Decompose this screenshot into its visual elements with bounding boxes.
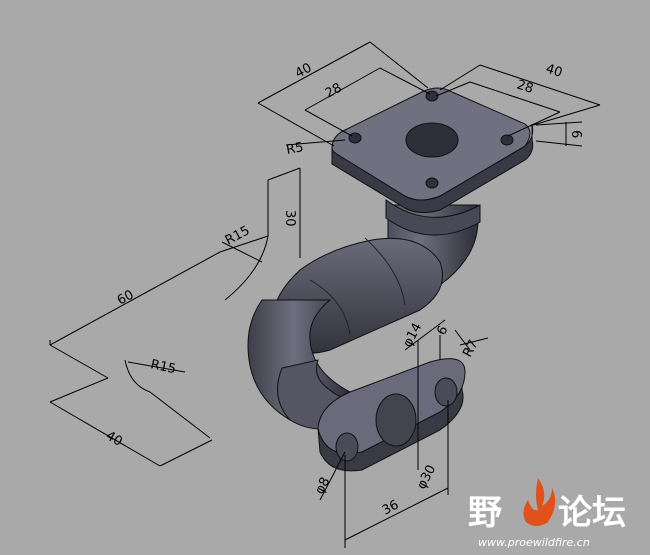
bottom-bolt-hole-right <box>434 377 458 407</box>
bottom-bolt-hole-left <box>335 432 359 462</box>
dim-bottom-boss-diameter: φ14 <box>400 321 425 350</box>
dim-flange-corner-radius: R5 <box>285 140 305 158</box>
dimension-lines <box>49 41 601 548</box>
dim-flange-thickness: 6 <box>568 130 583 138</box>
top-bolt-hole-front <box>425 177 439 189</box>
bottom-bore <box>375 393 417 447</box>
dim-horizontal-length: 60 <box>115 288 137 309</box>
dim-base-offset: 40 <box>103 428 125 449</box>
top-bolt-hole-left <box>348 132 362 144</box>
watermark-title-part2: 火 <box>504 493 538 533</box>
flame-logo-icon <box>523 478 556 526</box>
dim-flange-width-top: 40 <box>293 61 315 82</box>
dim-bottom-flange-radius: R7 <box>460 338 481 360</box>
dim-flange-width-side: 40 <box>544 62 564 81</box>
top-bolt-hole-right <box>500 134 514 146</box>
dim-flange-hole-spacing-top: 28 <box>323 81 345 102</box>
dim-bottom-hole-spacing: 36 <box>380 498 402 519</box>
flange-neck <box>385 199 481 236</box>
watermark-title-part3: 论坛 <box>558 493 626 533</box>
watermark: 野 火 论坛 www.proewildfire.cn <box>468 478 626 549</box>
dim-flange-hole-spacing-side: 28 <box>515 78 535 97</box>
dim-bend-radius-upper: R15 <box>223 223 253 248</box>
watermark-title-part1: 野 <box>468 493 502 533</box>
pipe-elbow-part <box>247 87 534 472</box>
watermark-url: www.proewildfire.cn <box>478 536 590 549</box>
dimension-labels: 40 28 40 28 6 R5 R15 30 60 R15 40 φ14 6 … <box>103 61 583 519</box>
dim-bottom-flange-thickness: 6 <box>434 324 451 338</box>
dim-bend-radius-lower: R15 <box>149 357 177 377</box>
dim-bottom-hole-diameter: φ8 <box>312 475 333 497</box>
dim-vertical-length: 30 <box>282 210 297 227</box>
top-bore <box>405 122 459 158</box>
pipe-seam-line <box>309 279 351 336</box>
pipe-seam-line <box>364 237 406 306</box>
